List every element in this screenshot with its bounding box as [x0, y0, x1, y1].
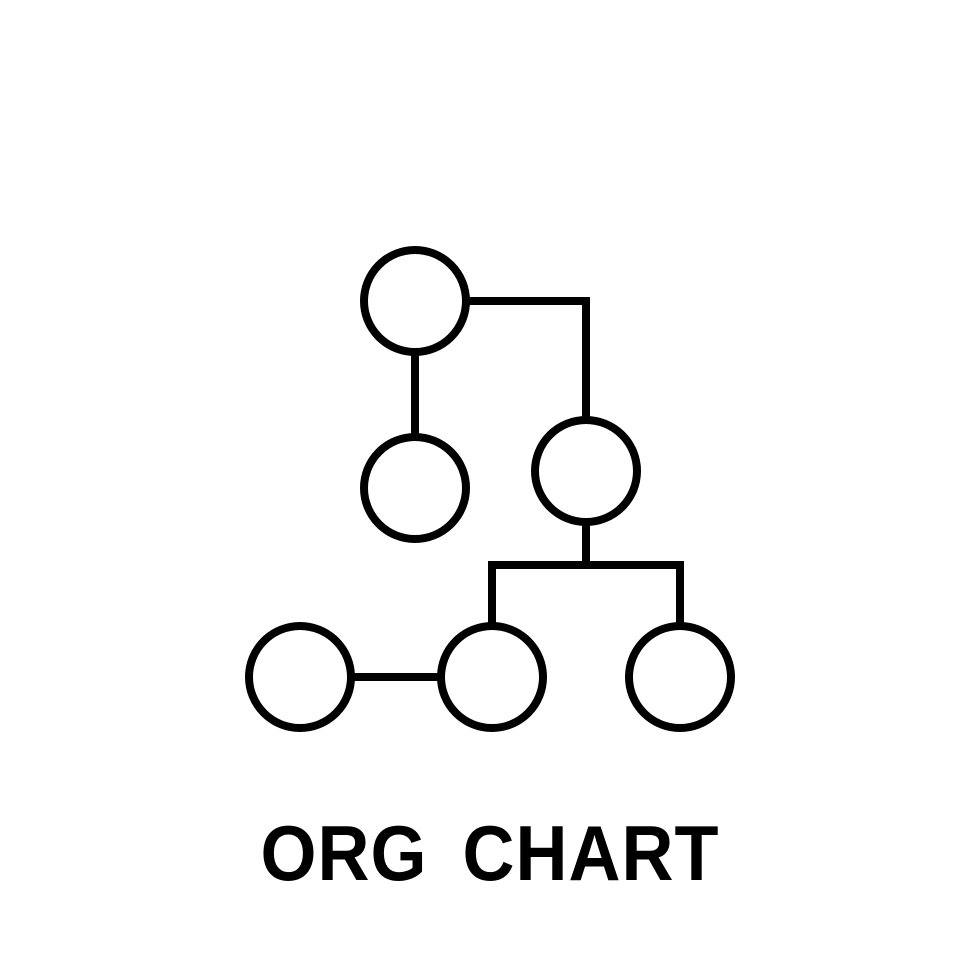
- connector-branch: [488, 561, 684, 625]
- node-middle: [531, 416, 641, 526]
- node-left: [360, 433, 470, 543]
- node-bottom-center: [437, 622, 547, 732]
- connector-top-to-right: [466, 297, 590, 420]
- caption-label: ORG CHART: [260, 810, 720, 898]
- node-top: [360, 246, 470, 356]
- node-bottom-right: [625, 622, 735, 732]
- node-bottom-far-left: [245, 622, 355, 732]
